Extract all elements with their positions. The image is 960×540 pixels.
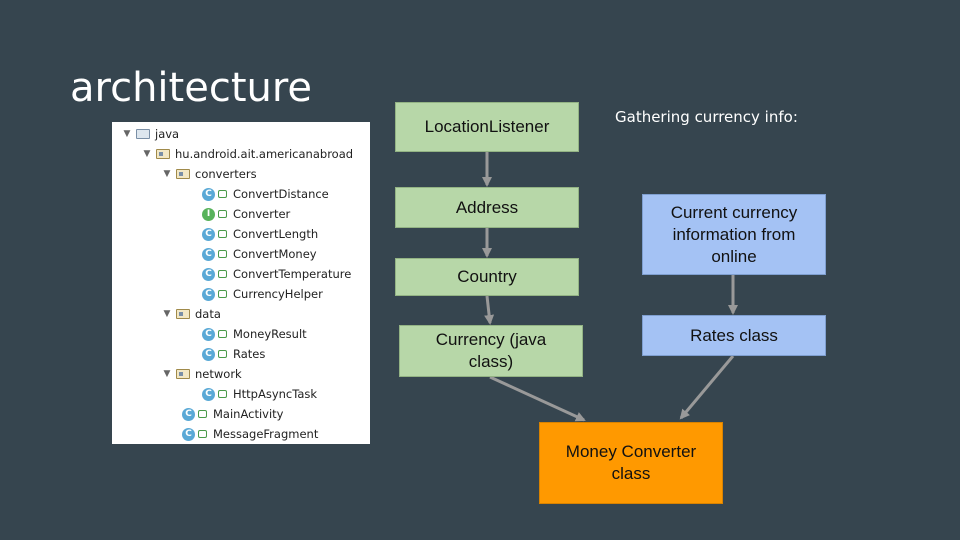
package-icon (176, 169, 190, 179)
tree-item-label: Converter (233, 207, 291, 221)
lock-icon (218, 190, 227, 198)
tree-item-class[interactable]: C MainActivity (182, 404, 283, 424)
tree-item-class[interactable]: C ConvertTemperature (202, 264, 351, 284)
node-location-listener: LocationListener (395, 102, 579, 152)
folder-icon (136, 129, 150, 139)
tree-item-label: data (195, 307, 221, 321)
package-icon (156, 149, 170, 159)
tree-item-class[interactable]: C Rates (202, 344, 265, 364)
arrow-currency-to-converter (489, 375, 586, 422)
tree-item-label: ConvertDistance (233, 187, 329, 201)
tree-item-label: MoneyResult (233, 327, 307, 341)
lock-icon (218, 250, 227, 258)
tree-item-label: network (195, 367, 242, 381)
tree-item-label: ConvertMoney (233, 247, 317, 261)
node-label: Currency (java class) (435, 330, 547, 371)
tree-item-class[interactable]: C MoneyResult (202, 324, 307, 344)
expand-arrow-icon[interactable]: ▼ (163, 169, 171, 179)
lock-icon (218, 210, 227, 218)
tree-item-interface[interactable]: I Converter (202, 204, 290, 224)
tree-item-class[interactable]: C ConvertDistance (202, 184, 329, 204)
tree-item-label: Rates (233, 347, 266, 361)
tree-item-class[interactable]: C CurrencyHelper (202, 284, 323, 304)
arrow-country-to-currency (484, 295, 495, 325)
tree-item-label: HttpAsyncTask (233, 387, 318, 401)
node-label: LocationListener (424, 117, 550, 136)
tree-item-label: MainActivity (213, 407, 284, 421)
tree-item-class[interactable]: C ConvertMoney (202, 244, 317, 264)
node-rates: Rates class (642, 315, 826, 356)
node-label: Money Converter class (565, 442, 697, 483)
tree-item-label: CurrencyHelper (233, 287, 323, 301)
subtitle: Gathering currency info: (615, 108, 798, 126)
slide-title: architecture (70, 65, 313, 111)
class-icon: C (202, 267, 215, 281)
lock-icon (198, 430, 207, 438)
tree-item-class[interactable]: C MessageFragment (182, 424, 318, 444)
node-currency: Currency (java class) (399, 325, 583, 377)
lock-icon (218, 350, 227, 358)
node-label: Current currency information from online (670, 202, 798, 266)
tree-item-java[interactable]: ▼ java (122, 124, 180, 144)
node-country: Country (395, 258, 579, 296)
lock-icon (218, 270, 227, 278)
expand-arrow-icon[interactable]: ▼ (143, 149, 151, 159)
class-icon: C (182, 407, 195, 421)
node-label: Country (457, 267, 517, 286)
tree-item-class[interactable]: C HttpAsyncTask (202, 384, 317, 404)
class-icon: C (202, 347, 215, 361)
tree-item-label: converters (195, 167, 257, 181)
tree-item-data[interactable]: ▼ data (162, 304, 221, 324)
tree-item-label: hu.android.ait.americanabroad (175, 147, 354, 161)
lock-icon (218, 390, 227, 398)
class-icon: C (202, 227, 215, 241)
tree-item-label: ConvertTemperature (233, 267, 352, 281)
tree-item-class[interactable]: C ConvertLength (202, 224, 318, 244)
class-icon: C (202, 387, 215, 401)
node-online-currency-info: Current currency information from online (642, 194, 826, 275)
tree-item-label: MessageFragment (213, 427, 319, 441)
package-icon (176, 309, 190, 319)
tree-item-package-root[interactable]: ▼ hu.android.ait.americanabroad (142, 144, 354, 164)
class-icon: C (182, 427, 195, 441)
class-icon: C (202, 287, 215, 301)
node-label: Rates class (690, 325, 778, 345)
project-tree-panel: ▼ java ▼ hu.android.ait.americanabroad ▼… (112, 122, 370, 444)
class-icon: C (202, 247, 215, 261)
lock-icon (198, 410, 207, 418)
expand-arrow-icon[interactable]: ▼ (163, 309, 171, 319)
package-icon (176, 369, 190, 379)
expand-arrow-icon[interactable]: ▼ (123, 129, 131, 139)
node-label: Address (455, 197, 519, 217)
arrow-rates-to-converter (679, 355, 735, 420)
expand-arrow-icon[interactable]: ▼ (163, 369, 171, 379)
lock-icon (218, 230, 227, 238)
tree-item-label: java (155, 127, 180, 141)
lock-icon (218, 290, 227, 298)
interface-icon: I (202, 207, 215, 221)
lock-icon (218, 330, 227, 338)
node-address: Address (395, 187, 579, 228)
tree-item-network[interactable]: ▼ network (162, 364, 242, 384)
tree-item-label: ConvertLength (233, 227, 319, 241)
tree-item-converters[interactable]: ▼ converters (162, 164, 257, 184)
class-icon: C (202, 327, 215, 341)
class-icon: C (202, 187, 215, 201)
node-money-converter: Money Converter class (539, 422, 723, 504)
